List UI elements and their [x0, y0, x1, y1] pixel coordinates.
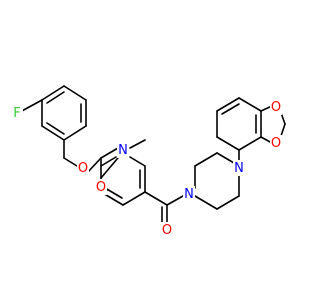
- pyridinone-nitrogen-atom-label: N: [118, 143, 128, 158]
- dioxole-oxygen-top-atom-label: O: [271, 100, 281, 115]
- bond: [194, 152, 218, 167]
- ring-carbonyl-oxygen-atom-label: O: [96, 180, 106, 195]
- bond: [194, 195, 218, 210]
- bond: [166, 195, 184, 206]
- amide-carbonyl-oxygen-atom-label: O: [162, 223, 172, 238]
- bond: [216, 136, 240, 151]
- bond: [216, 152, 235, 164]
- bond: [100, 147, 119, 159]
- amide-nitrogen-atom-label: N: [184, 187, 194, 202]
- bond: [41, 125, 65, 141]
- bond: [46, 122, 65, 135]
- bond: [129, 139, 146, 149]
- bond: [63, 157, 78, 167]
- bond: [221, 103, 240, 115]
- piperazine-nitrogen-atom-label: N: [234, 161, 244, 176]
- bond: [100, 156, 117, 167]
- atom-label-layer: F O N O O N N O O: [11, 99, 282, 238]
- bond: [46, 91, 65, 104]
- bond: [104, 187, 123, 199]
- bond: [238, 136, 262, 151]
- molecule-structure-diagram: F O N O O N N O O: [11, 85, 286, 238]
- bond: [41, 85, 65, 101]
- fluorine-atom-label: F: [13, 106, 20, 121]
- dioxole-oxygen-bottom-atom-label: O: [271, 136, 281, 151]
- bond: [122, 191, 146, 206]
- bond-layer: [19, 85, 286, 226]
- bond: [216, 97, 240, 112]
- bond: [86, 157, 102, 174]
- bond: [63, 125, 87, 141]
- bond: [144, 191, 168, 206]
- bond: [19, 99, 43, 113]
- ether-oxygen-atom-label: O: [78, 161, 88, 176]
- bond: [216, 195, 240, 210]
- bond: [238, 97, 262, 112]
- bond: [129, 156, 146, 167]
- bond: [63, 85, 87, 101]
